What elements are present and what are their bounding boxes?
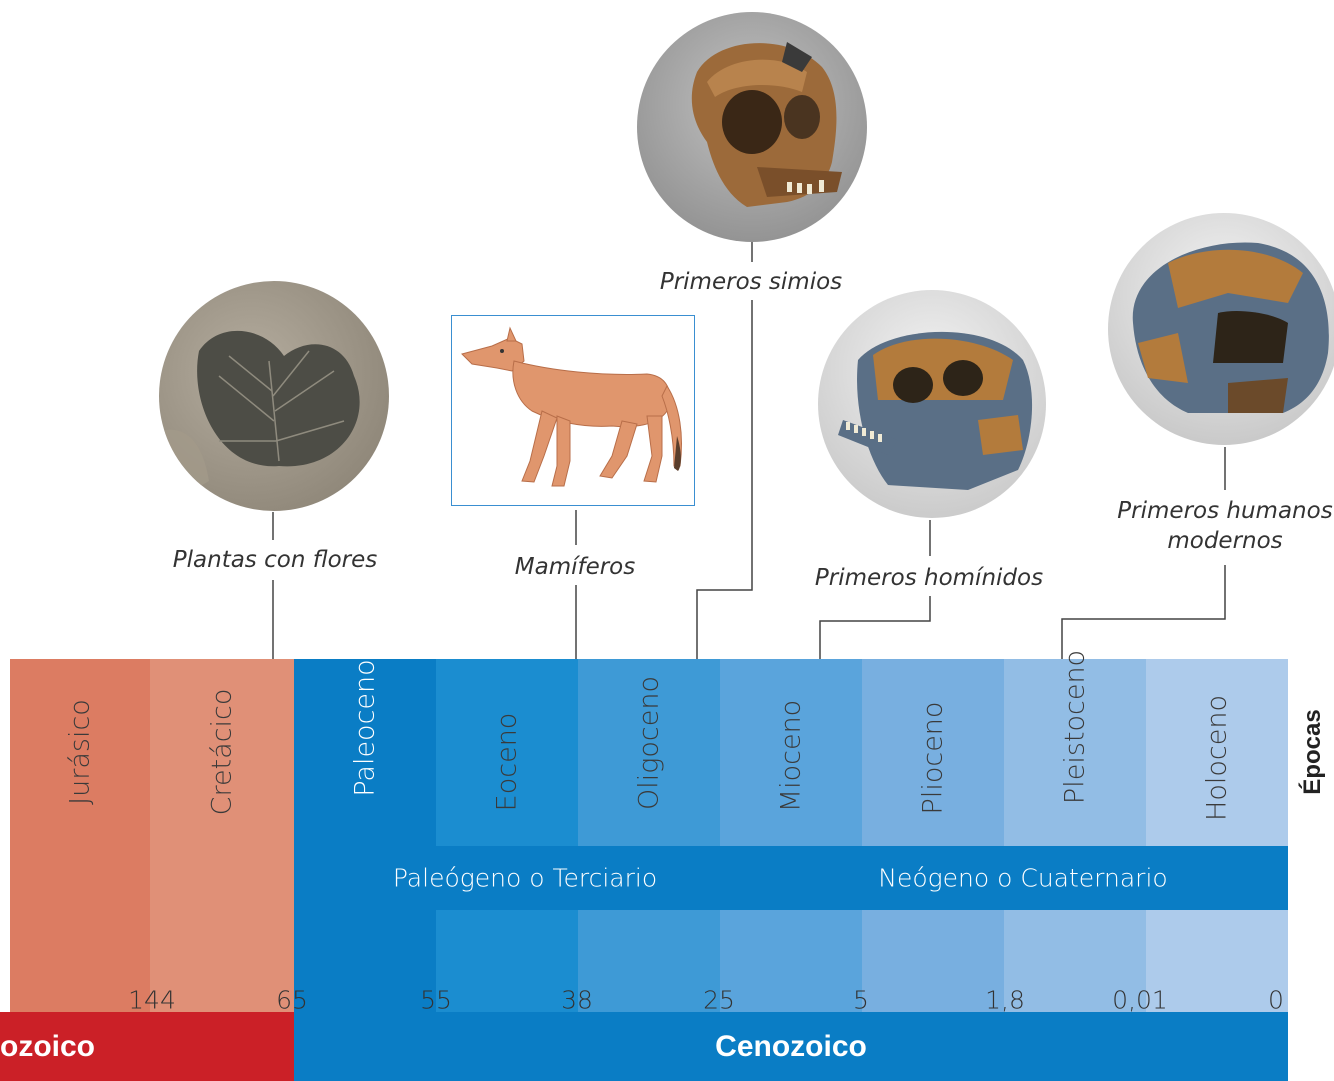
caption-plantas-con-flores: Plantas con flores <box>173 545 377 575</box>
connector-humanos-bottom <box>1062 565 1225 659</box>
caption-primeros-hominidos: Primeros homínidos <box>815 563 1043 593</box>
connector-simios-bottom <box>697 300 752 659</box>
fossil-leaf-photo <box>159 281 389 511</box>
caption-primeros-simios: Primeros simios <box>660 267 842 297</box>
mammal-illustration <box>451 315 695 506</box>
connector-hominidos-bottom <box>820 596 930 659</box>
caption-primeros-humanos-modernos: Primeros humanos modernos <box>1117 496 1332 556</box>
caption-mamiferos: Mamíferos <box>515 552 636 582</box>
human-skull-photo <box>1108 213 1334 445</box>
hominid-skull-photo <box>818 290 1046 518</box>
caption-line: Primeros humanos <box>1117 496 1332 526</box>
ape-skull-photo <box>637 12 867 242</box>
caption-line: modernos <box>1117 526 1332 556</box>
